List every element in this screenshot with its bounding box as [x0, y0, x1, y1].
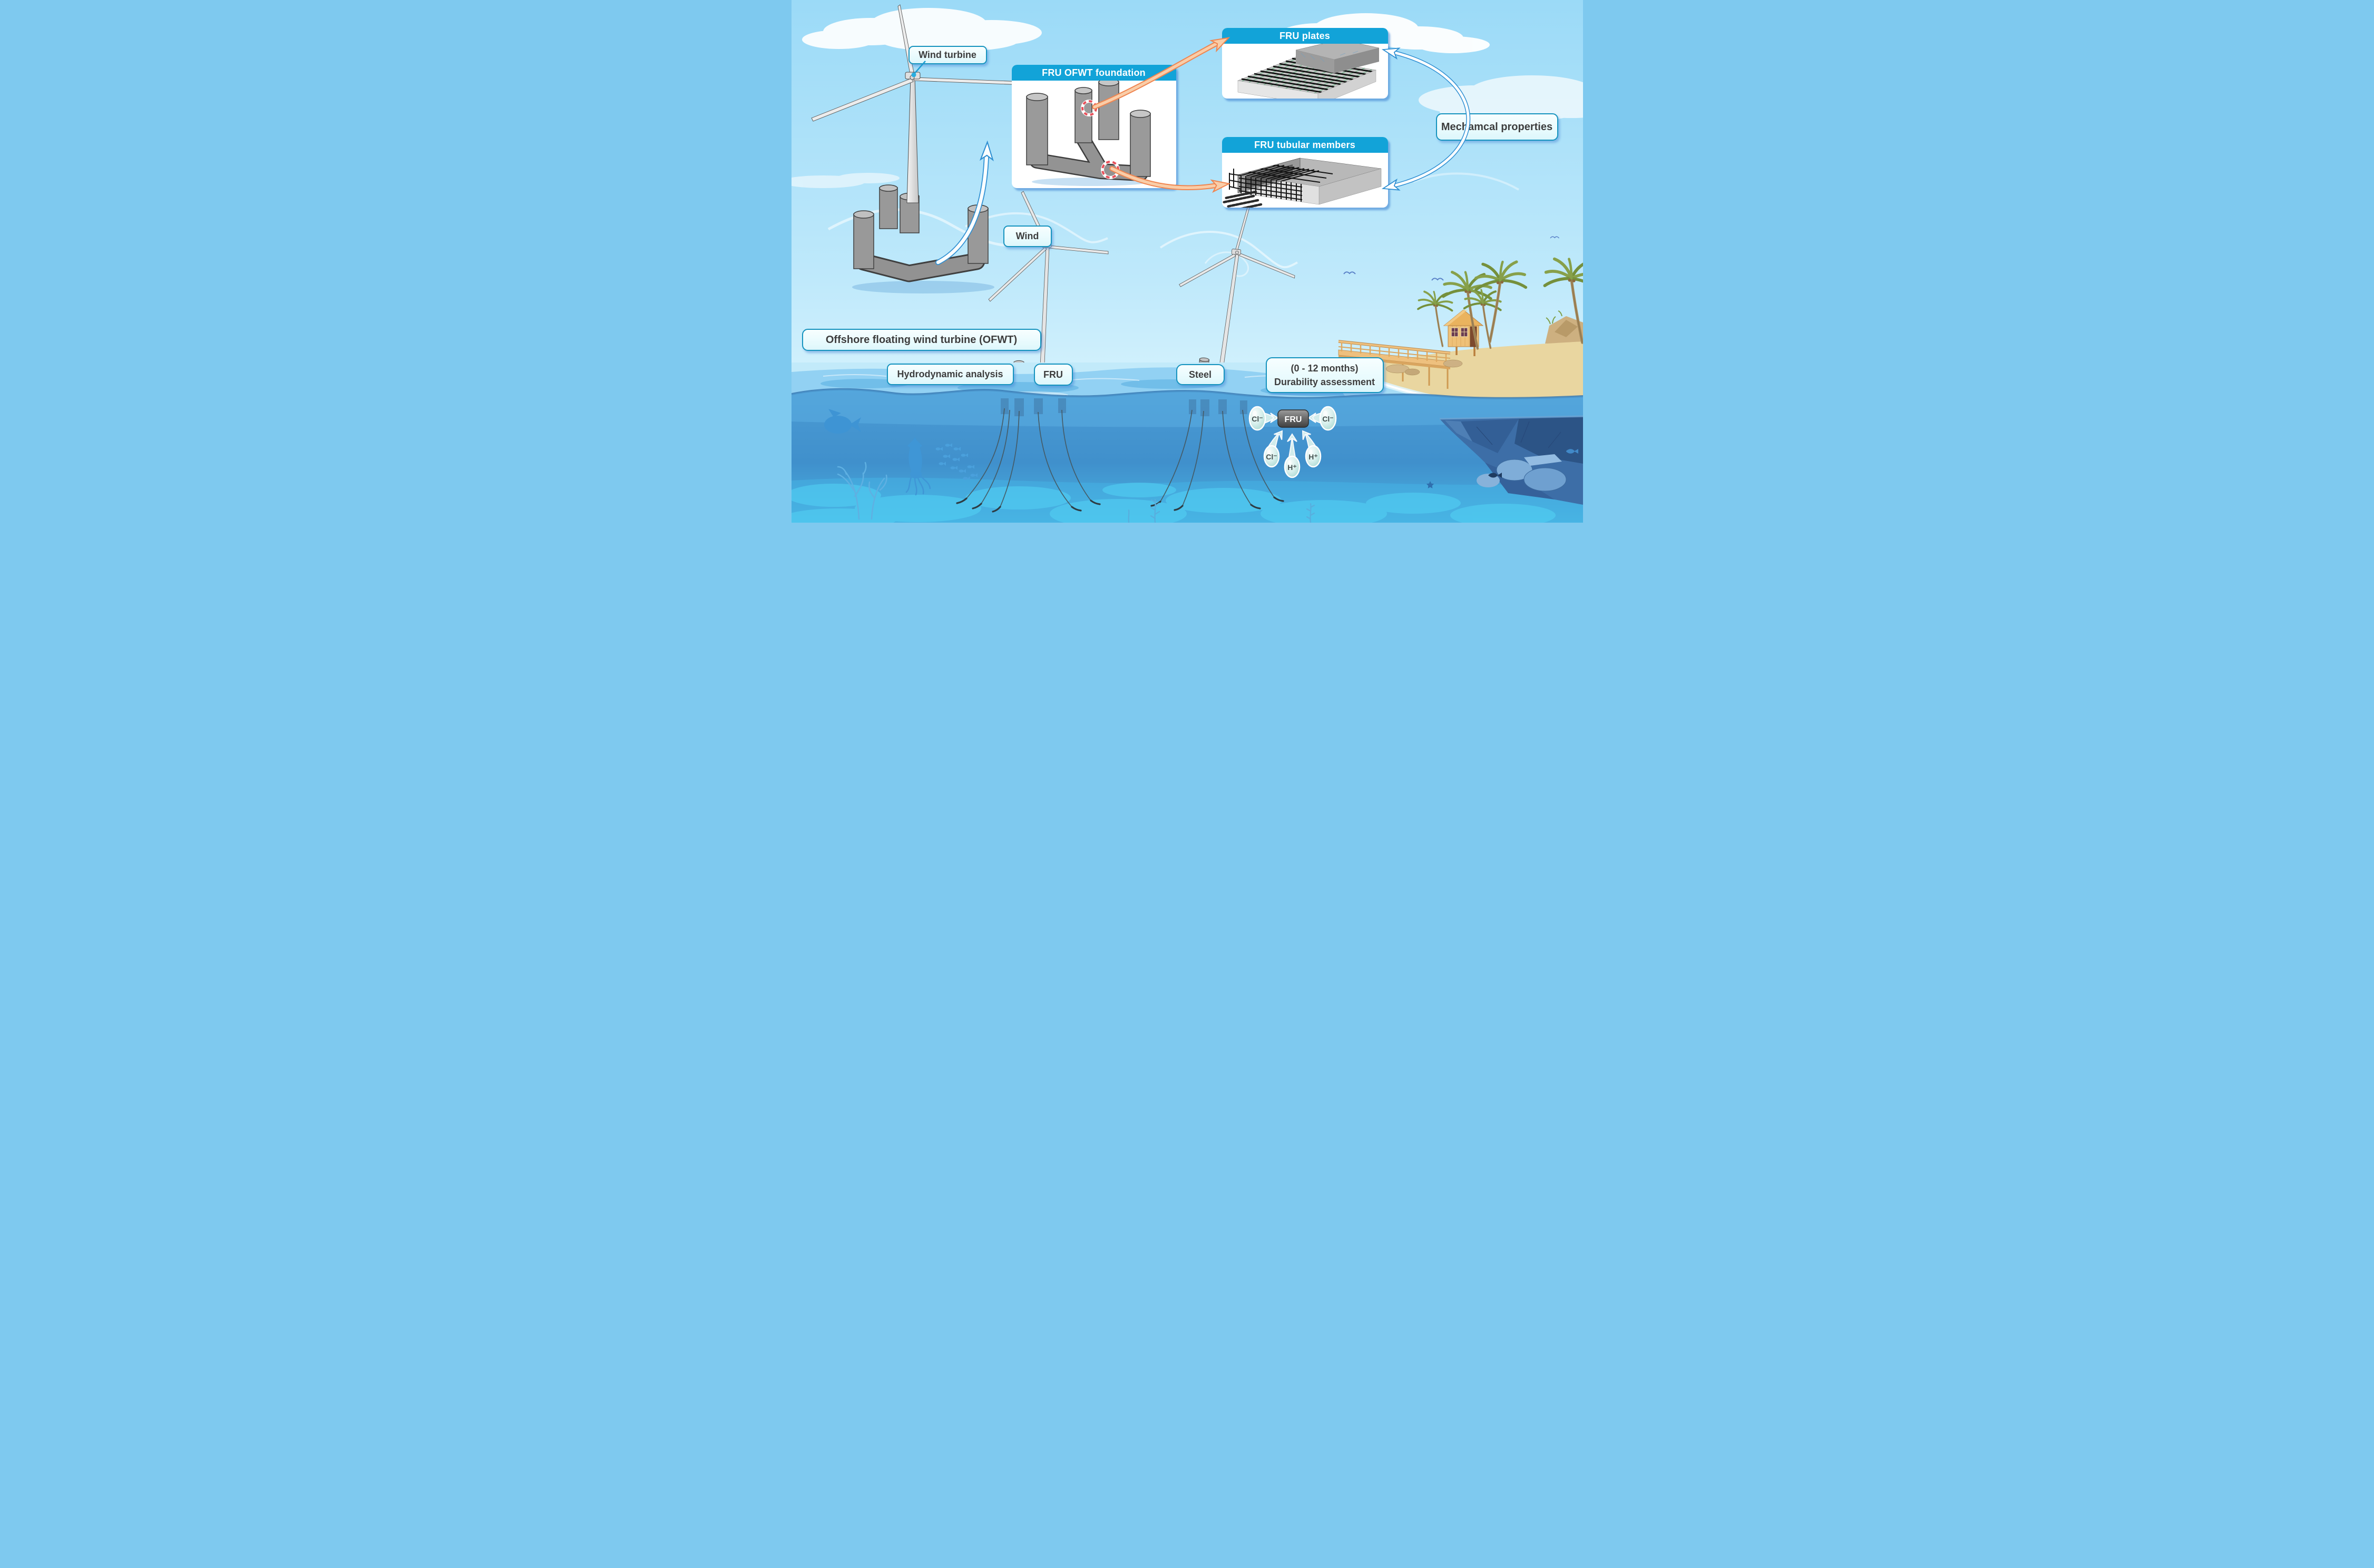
underwater: FRU Cl⁻ Cl⁻ Cl⁻ H⁺ H⁺: [791, 388, 1583, 523]
fru-target-block: [1277, 409, 1309, 428]
svg-text:Cl⁻: Cl⁻: [1252, 415, 1263, 423]
mechanical-properties-label: Mechamcal properties: [1435, 113, 1558, 141]
fru-turbine-label: FRU: [1033, 364, 1073, 386]
svg-text:Cl⁻: Cl⁻: [1266, 453, 1277, 461]
svg-text:H⁺: H⁺: [1308, 453, 1318, 461]
durability-assessment-label: (0 - 12 months) Durability assessment: [1265, 357, 1384, 393]
durability-line1: (0 - 12 months): [1291, 362, 1359, 374]
foundation-box-header: FRU OFWT foundation: [1011, 65, 1176, 81]
plates-box-header: FRU plates: [1222, 28, 1388, 44]
coral: [837, 462, 887, 520]
squid-icon: [905, 437, 931, 496]
rebar-rods: [1222, 190, 1262, 208]
tubular-box-header: FRU tubular members: [1222, 137, 1388, 153]
ofwt-label: Offshore floating wind turbine (OFWT): [802, 329, 1041, 351]
graphical-abstract-scene: FRU Cl⁻ Cl⁻ Cl⁻ H⁺ H⁺ FRU OFWT foundatio…: [791, 0, 1583, 523]
seabed-caustics: [791, 483, 1556, 523]
foundation-callout-box: FRU OFWT foundation: [1011, 65, 1176, 188]
hero-ofwt-turbine: [810, 4, 1036, 293]
ion-attack-diagram: FRU Cl⁻ Cl⁻ Cl⁻ H⁺ H⁺: [1248, 406, 1336, 478]
fru-plate-3d-render: [1237, 44, 1379, 99]
fru-target-label: FRU: [1284, 415, 1302, 424]
plates-callout-box: FRU plates: [1222, 28, 1388, 99]
tubular-callout-box: FRU tubular members: [1222, 137, 1388, 208]
starfish-icon: [1426, 481, 1434, 488]
hydrodynamic-analysis-label: Hydrodynamic analysis: [886, 364, 1014, 385]
scenery-illustration: FRU Cl⁻ Cl⁻ Cl⁻ H⁺ H⁺: [791, 0, 1583, 523]
svg-text:Cl⁻: Cl⁻: [1322, 415, 1333, 423]
top-gray-block: [1295, 44, 1379, 73]
ion-bubbles: [1248, 406, 1336, 478]
fru-tubular-3d-render: [1222, 158, 1381, 208]
steel-turbine-label: Steel: [1176, 364, 1225, 385]
fish-icon: [1488, 473, 1502, 478]
underwater-rocks: [1426, 415, 1583, 505]
wind-label: Wind: [1003, 226, 1052, 247]
mooring-lines: [965, 408, 1275, 507]
wind-turbine-label: Wind turbine: [908, 46, 987, 64]
durability-line2: Durability assessment: [1274, 377, 1375, 387]
seaweed: [1128, 498, 1315, 523]
foundation-3d-render: [1025, 81, 1151, 186]
submerged-columns: [1000, 398, 1247, 416]
fish-icon: [1566, 449, 1578, 454]
svg-text:H⁺: H⁺: [1287, 463, 1297, 472]
ion-labels: Cl⁻ Cl⁻ Cl⁻ H⁺ H⁺: [1252, 415, 1333, 472]
fish-icon: [824, 409, 861, 434]
anchor-ends: [955, 496, 1284, 513]
rotor-hub: [910, 75, 914, 80]
hut-windows: [1450, 327, 1468, 337]
